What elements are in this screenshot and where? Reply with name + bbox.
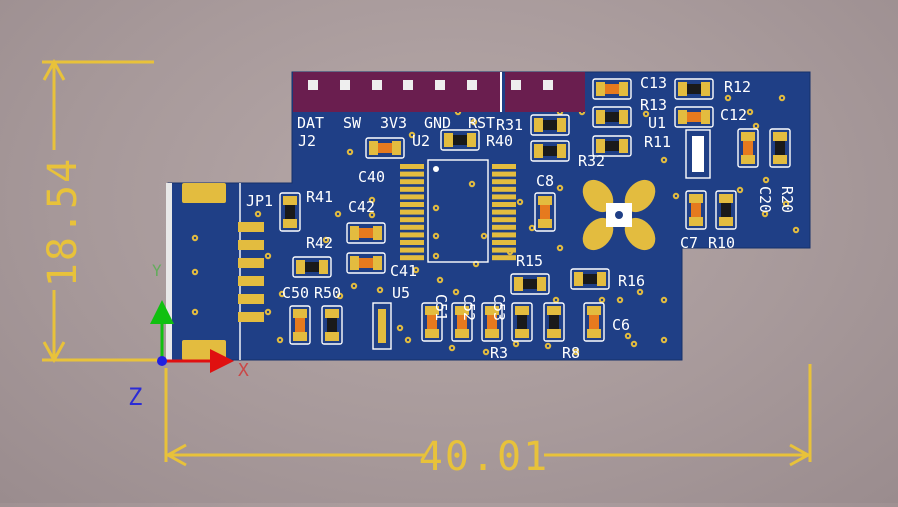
header-label-sw: SW [343,114,362,132]
silk-label-c20: C20 [756,186,774,213]
header-pin [511,80,521,90]
capacitor [583,302,605,342]
resistor [530,114,570,136]
resistor [592,135,632,157]
ic-u1 [685,129,711,179]
silk-label-c13: C13 [640,74,667,92]
capacitor [534,192,556,232]
crystal-pads [582,179,656,251]
axis-x-label: X [238,360,249,381]
silk-label-c41: C41 [390,262,417,280]
dimension-height [42,58,166,364]
silk-label-r11: R11 [644,133,671,151]
axis-y-label: Y [152,261,162,280]
silk-label-r40: R40 [486,132,513,150]
silk-label-r12: R12 [724,78,751,96]
resistor [292,256,332,278]
dimension-width [164,364,812,467]
silk-label-c52: C52 [460,294,478,321]
header-pin [340,80,350,90]
header-pin [543,80,553,90]
capacitor [421,302,443,342]
silk-label-c12: C12 [720,106,747,124]
resistor [530,140,570,162]
silk-label-j2: J2 [298,132,316,150]
resistor [674,78,714,100]
ic-u2 [400,159,516,263]
silk-label-r13: R13 [640,96,667,114]
silk-label-r16: R16 [618,272,645,290]
silk-label-r50: R50 [314,284,341,302]
header-label-gnd: GND [424,114,451,132]
resistor [511,302,533,342]
silk-label-u2: U2 [412,132,430,150]
silk-label-c53: C53 [490,294,508,321]
silk-label-r15: R15 [516,252,543,270]
resistor [592,106,632,128]
dimension-height-label: 18.54 [40,157,86,287]
silk-label-r42: R42 [306,234,333,252]
dimension-width-label: 40.01 [419,434,549,480]
capacitor [592,78,632,100]
axis-z-label: Z [128,383,142,411]
pin-header-j2 [293,72,585,112]
resistor [715,190,737,230]
resistor [321,305,343,345]
silk-label-c42: C42 [348,198,375,216]
ic-u5 [372,302,392,350]
resistor [279,192,301,232]
resistor [440,129,480,151]
silk-label-c51: C51 [432,294,450,321]
resistor [543,302,565,342]
silk-label-r41: R41 [306,188,333,206]
header-pin [435,80,445,90]
axis-triad: Y X Z [128,261,249,411]
silk-label-c8: C8 [536,172,554,190]
silk-label-c7: C7 [680,234,698,252]
silk-label-c50: C50 [282,284,309,302]
silk-label-r20: R20 [778,186,796,213]
header-pin [372,80,382,90]
silk-label-r10: R10 [708,234,735,252]
silk-label-jp1: JP1 [246,192,273,210]
resistor [510,273,550,295]
header-label-3v3: 3V3 [380,114,407,132]
header-pin [403,80,413,90]
header-label-rst: RST [468,114,495,132]
capacitor [481,302,503,342]
silk-label-c40: C40 [358,168,385,186]
silk-label-r8: R8 [562,344,580,362]
capacitor [365,137,405,159]
capacitor [346,252,386,274]
silk-label-r32: R32 [578,152,605,170]
capacitor [737,128,759,168]
capacitor [685,190,707,230]
capacitor [674,106,714,128]
header-label-dat: DAT [297,114,324,132]
header-pin [467,80,477,90]
resistor [769,128,791,168]
board-outline [167,71,811,361]
silk-label-u5: U5 [392,284,410,302]
capacitor [451,302,473,342]
header-pin [308,80,318,90]
header-pin-labels: DAT SW 3V3 GND RST [297,114,495,132]
silk-label-r3: R3 [490,344,508,362]
capacitor [346,222,386,244]
silk-label-r31: R31 [496,116,523,134]
smd-components [279,78,791,345]
silk-label-u1: U1 [648,114,666,132]
silk-label-c6: C6 [612,316,630,334]
capacitor [289,305,311,345]
pcb-board [166,71,811,361]
resistor [570,268,610,290]
